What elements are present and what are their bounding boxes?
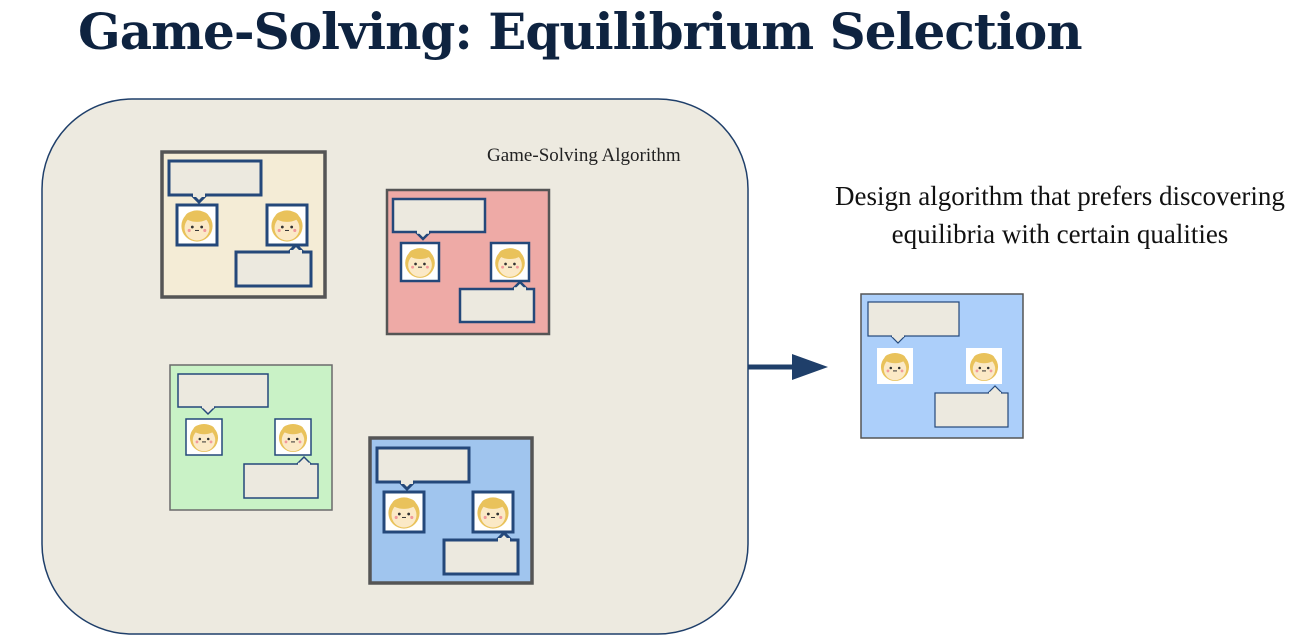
player-face-icon xyxy=(399,241,441,283)
player-face-icon xyxy=(877,348,913,384)
page-title: Game-Solving: Equilibrium Selection xyxy=(78,2,1083,61)
game-beige xyxy=(160,150,327,299)
speech-bubble-player-1 xyxy=(391,197,487,241)
algorithm-label: Game-Solving Algorithm xyxy=(487,145,681,166)
speech-bubble-player-1 xyxy=(167,159,263,205)
speech-bubble-player-2 xyxy=(442,530,520,576)
speech-bubble-player-2 xyxy=(234,242,313,288)
speech-bubble-player-2 xyxy=(243,455,319,499)
game-pink xyxy=(385,188,551,336)
speech-bubble-player-2 xyxy=(458,280,536,324)
speech-bubble-player-1 xyxy=(177,373,269,416)
player-face-icon xyxy=(489,241,531,283)
player-face-icon xyxy=(274,418,312,456)
description-line-1: Design algorithm that prefers discoverin… xyxy=(835,181,1285,211)
game-selected xyxy=(860,293,1024,439)
arrow-icon xyxy=(748,354,828,380)
player-face-icon xyxy=(265,203,309,247)
player-face-icon xyxy=(185,418,223,456)
speech-bubble-player-1 xyxy=(375,446,471,492)
description-line-2: equilibria with certain qualities xyxy=(892,219,1229,249)
player-face-icon xyxy=(471,490,515,534)
game-green xyxy=(169,364,333,511)
player-face-icon xyxy=(382,490,426,534)
player-face-icon xyxy=(966,348,1002,384)
game-blue xyxy=(368,436,534,585)
speech-bubble-player-2 xyxy=(934,385,1009,428)
player-face-icon xyxy=(175,203,219,247)
speech-bubble-player-1 xyxy=(867,301,960,344)
